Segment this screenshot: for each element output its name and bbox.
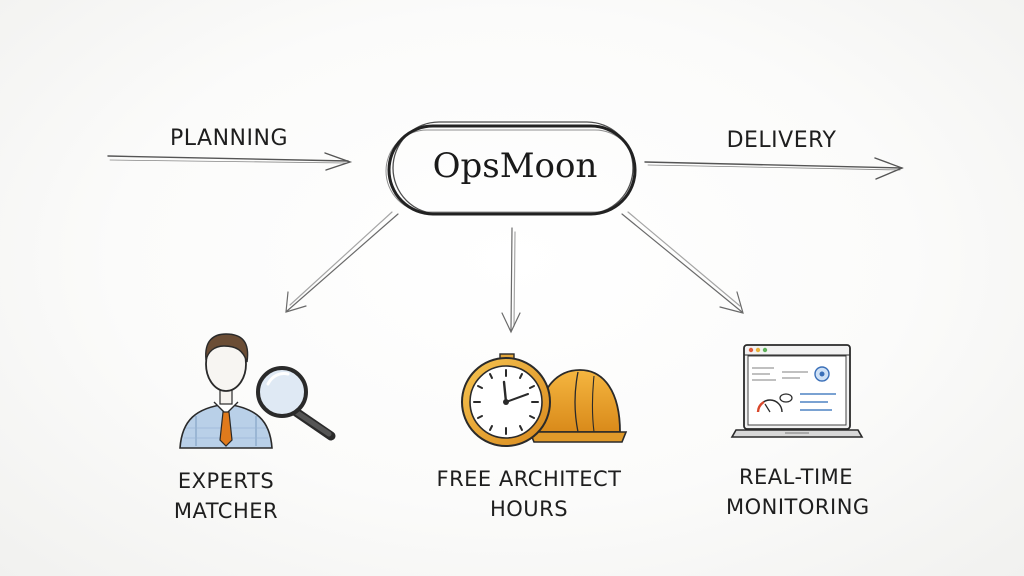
branch-arrow-right <box>621 211 744 314</box>
node-real-time-monitoring-label: REAL-TIME MONITORING <box>726 462 870 522</box>
node-free-architect-hours-label: FREE ARCHITECT HOURS <box>436 464 622 524</box>
delivery-label: DELIVERY <box>726 128 837 153</box>
clock-hardhat-icon <box>461 353 628 447</box>
node-label-line: FREE ARCHITECT <box>436 467 622 491</box>
laptop-dashboard-icon <box>730 344 864 438</box>
node-label-line: MONITORING <box>726 495 870 519</box>
hub-title: OpsMoon <box>432 146 598 186</box>
branch-arrow-left <box>285 211 399 313</box>
delivery-arrow <box>644 157 904 180</box>
node-experts-matcher-label: EXPERTS MATCHER <box>156 466 296 526</box>
node-label-line: MATCHER <box>173 499 279 523</box>
planning-label: PLANNING <box>170 126 288 151</box>
node-label-line: EXPERTS <box>177 469 275 493</box>
node-label-line: HOURS <box>489 497 569 521</box>
planning-arrow <box>107 152 353 171</box>
hub-pill <box>385 121 637 216</box>
expert-search-icon <box>179 333 336 449</box>
branch-arrow-center <box>501 227 521 334</box>
node-label-line: REAL-TIME <box>738 465 854 489</box>
